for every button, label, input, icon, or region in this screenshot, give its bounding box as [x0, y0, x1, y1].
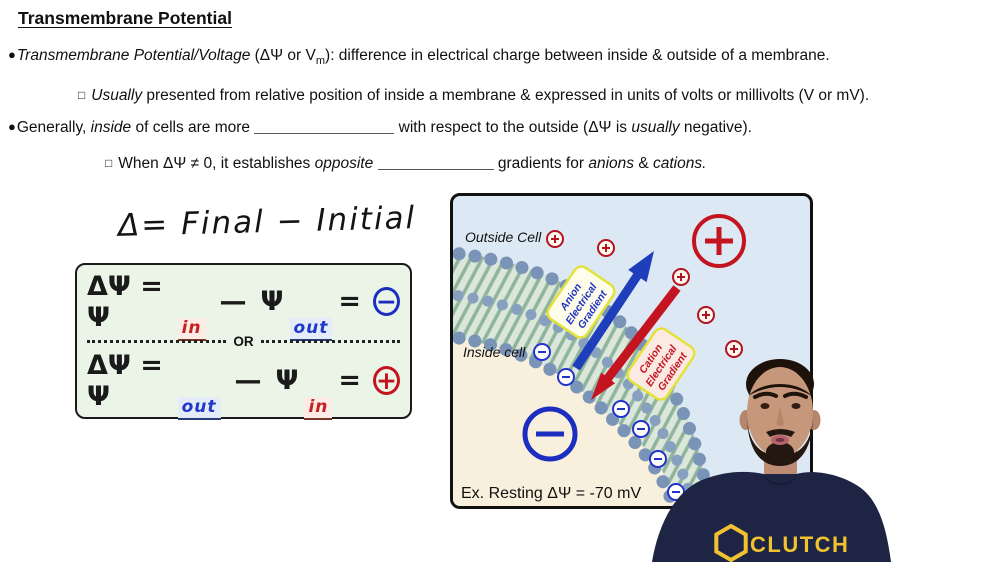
lipid-heads-inner	[453, 330, 681, 506]
fill-in-blank	[254, 120, 395, 134]
large-negative-charge-icon	[522, 406, 578, 462]
usually-word: Usually	[91, 87, 143, 104]
page-title: Transmembrane Potential	[18, 8, 232, 28]
membrane-band	[453, 252, 711, 506]
text-segment: with respect to the outside (ΔΨ is	[394, 119, 632, 136]
handwritten-delta-formula: Δ= Final − Initial	[117, 200, 417, 244]
anion-gradient-arrow	[572, 251, 654, 371]
circled-plus-icon: +	[373, 366, 400, 395]
mouth	[775, 438, 785, 442]
eye-left	[760, 403, 770, 409]
shirt-brand-text: CLUTCH	[750, 532, 849, 557]
fill-in-blank	[377, 156, 494, 170]
presenter-head	[739, 359, 821, 466]
text-segment: negative).	[679, 119, 752, 136]
cations-word: cations.	[652, 155, 707, 172]
nose	[776, 406, 784, 426]
clutch-logo: CLUTCH	[714, 523, 849, 562]
square-bullet-icon: □	[105, 156, 113, 170]
vm-subscript: m	[315, 55, 326, 68]
outside-cell-label: Outside Cell	[465, 229, 542, 245]
anion-gradient-label: Anion Electrical Gradient	[546, 265, 616, 339]
resting-potential-label: Ex. Resting ΔΨ = -70 mV	[461, 485, 641, 502]
text-segment: &	[634, 155, 653, 172]
presenter: CLUTCH	[652, 359, 891, 562]
usually-word: usually	[631, 119, 680, 136]
circled-minus-icon: −	[373, 287, 400, 316]
subbullet-usually-presented: □ Usually presented from relative positio…	[78, 87, 869, 105]
negative-charge-icons	[533, 343, 685, 501]
membrane-diagram: Anion Electrical Gradient Cation Electri…	[450, 193, 813, 509]
psi-symbol: Ψ	[275, 365, 299, 396]
mustache	[766, 429, 795, 437]
eye-right	[791, 403, 801, 409]
minus-operator: —	[234, 365, 262, 396]
anions-word: anions	[588, 155, 635, 172]
beard	[747, 414, 813, 466]
eyebrow-right	[783, 391, 808, 399]
chin-beard	[766, 442, 794, 462]
presenter-shirt	[652, 471, 891, 562]
cation-gradient-label: Cation Electrical Gradient	[626, 327, 696, 401]
opposite-word: opposite	[314, 155, 374, 172]
definition-text: ): difference in electrical charge betwe…	[325, 47, 830, 64]
dotted-line	[260, 339, 400, 343]
inside-cell-region	[453, 338, 678, 506]
text-segment: When ΔΨ ≠ 0, it establishes	[118, 155, 315, 172]
subbullet-opposite-gradients: □ When ΔΨ ≠ 0, it establishes opposite gr…	[105, 155, 706, 173]
bullet-transmembrane-definition: ●Transmembrane Potential/Voltage (ΔΨ or …	[8, 47, 830, 67]
or-label: OR	[233, 333, 254, 349]
definition-term: Transmembrane Potential/Voltage	[16, 47, 251, 64]
subscript-out: out	[177, 396, 221, 420]
formula-lhs: ΔΨ = Ψ	[87, 270, 163, 333]
or-divider: OR	[87, 334, 400, 349]
bullet-generally-inside: ●Generally, inside of cells are more wit…	[8, 119, 752, 137]
definition-symbols: (ΔΨ or V	[250, 47, 316, 64]
inside-cell-label: Inside cell	[463, 344, 526, 360]
subscript-in: in	[304, 396, 333, 420]
minus-operator: —	[219, 286, 247, 317]
psi-symbol: Ψ	[260, 286, 284, 317]
subbullet-text: presented from relative position of insi…	[142, 87, 870, 104]
equals-sign: =	[338, 286, 362, 317]
text-segment: Generally,	[16, 119, 91, 136]
lipid-heads-middle	[453, 289, 699, 506]
shirt-collar	[761, 474, 800, 485]
text-segment: of cells are more	[131, 119, 255, 136]
text-segment: gradients for	[493, 155, 589, 172]
large-positive-charge-icon	[692, 214, 746, 268]
bullet-icon: ●	[8, 119, 16, 134]
square-bullet-icon: □	[78, 88, 86, 102]
inside-word: inside	[90, 119, 132, 136]
cation-gradient-arrow	[591, 285, 681, 400]
hair-fringe	[748, 384, 812, 396]
bullet-icon: ●	[8, 47, 16, 62]
equals-sign: =	[338, 365, 362, 396]
dotted-line	[87, 339, 227, 343]
hexagon-logo-icon	[714, 523, 748, 562]
eyebrow-left	[753, 391, 778, 399]
formula-lhs: ΔΨ = Ψ	[87, 349, 163, 412]
positive-charge-icons	[546, 230, 743, 358]
